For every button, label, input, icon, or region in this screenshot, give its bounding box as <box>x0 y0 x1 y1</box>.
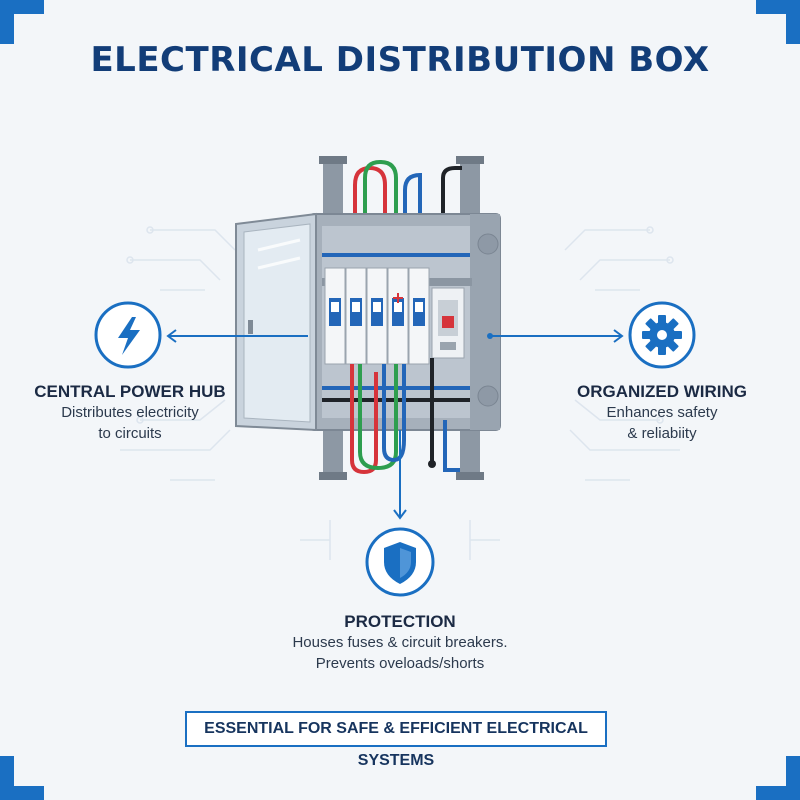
central-power-hub-desc-line1: Distributes electricity <box>61 404 199 421</box>
corner-accent-top-left <box>0 0 44 44</box>
knockout-hole <box>477 385 499 407</box>
bottom-wires <box>350 358 460 475</box>
footer-banner: ESSENTIAL FOR SAFE & EFFICIENT ELECTRICA… <box>185 711 607 769</box>
protection-desc-line1: Houses fuses & circuit breakers. <box>292 634 508 651</box>
rcd-switch <box>431 287 465 359</box>
top-wires <box>353 159 462 280</box>
circuit-breaker <box>366 267 388 365</box>
central-power-hub-heading: CENTRAL POWER HUB <box>34 382 226 401</box>
lightning-icon <box>94 301 162 369</box>
organized-wiring-desc-line1: Enhances safety <box>606 404 718 421</box>
organized-wiring-desc-line2: & reliabiity <box>627 425 697 442</box>
breaker-row <box>324 267 465 365</box>
enclosure-door <box>235 212 317 432</box>
protection-desc-line2: Prevents oveloads/shorts <box>315 655 485 672</box>
shield-icon <box>365 527 435 597</box>
circuit-breaker <box>387 267 409 365</box>
corner-accent-top-right <box>756 0 800 44</box>
circuit-breaker <box>345 267 367 365</box>
corner-accent-bottom-right <box>756 756 800 800</box>
connector-arrows <box>166 329 624 520</box>
circuit-breaker <box>408 267 430 365</box>
central-power-hub-desc-line2: to circuits <box>98 425 162 442</box>
corner-accent-bottom-left <box>0 756 44 800</box>
gear-icon <box>628 301 696 369</box>
protection-heading: PROTECTION <box>344 612 456 631</box>
connector-dot <box>487 333 493 339</box>
circuit-breaker <box>324 267 346 365</box>
circuit-trace-background <box>120 226 680 560</box>
knockout-hole <box>477 233 499 255</box>
organized-wiring-heading: ORGANIZED WIRING <box>577 382 747 401</box>
protection-callout: PROTECTION Houses fuses & circuit breake… <box>230 612 570 674</box>
organized-wiring-callout: ORGANIZED WIRING Enhances safety & relia… <box>552 382 772 444</box>
central-power-hub-callout: CENTRAL POWER HUB Distributes electricit… <box>20 382 240 444</box>
page-title: ELECTRICAL DISTRIBUTION BOX <box>90 40 710 80</box>
